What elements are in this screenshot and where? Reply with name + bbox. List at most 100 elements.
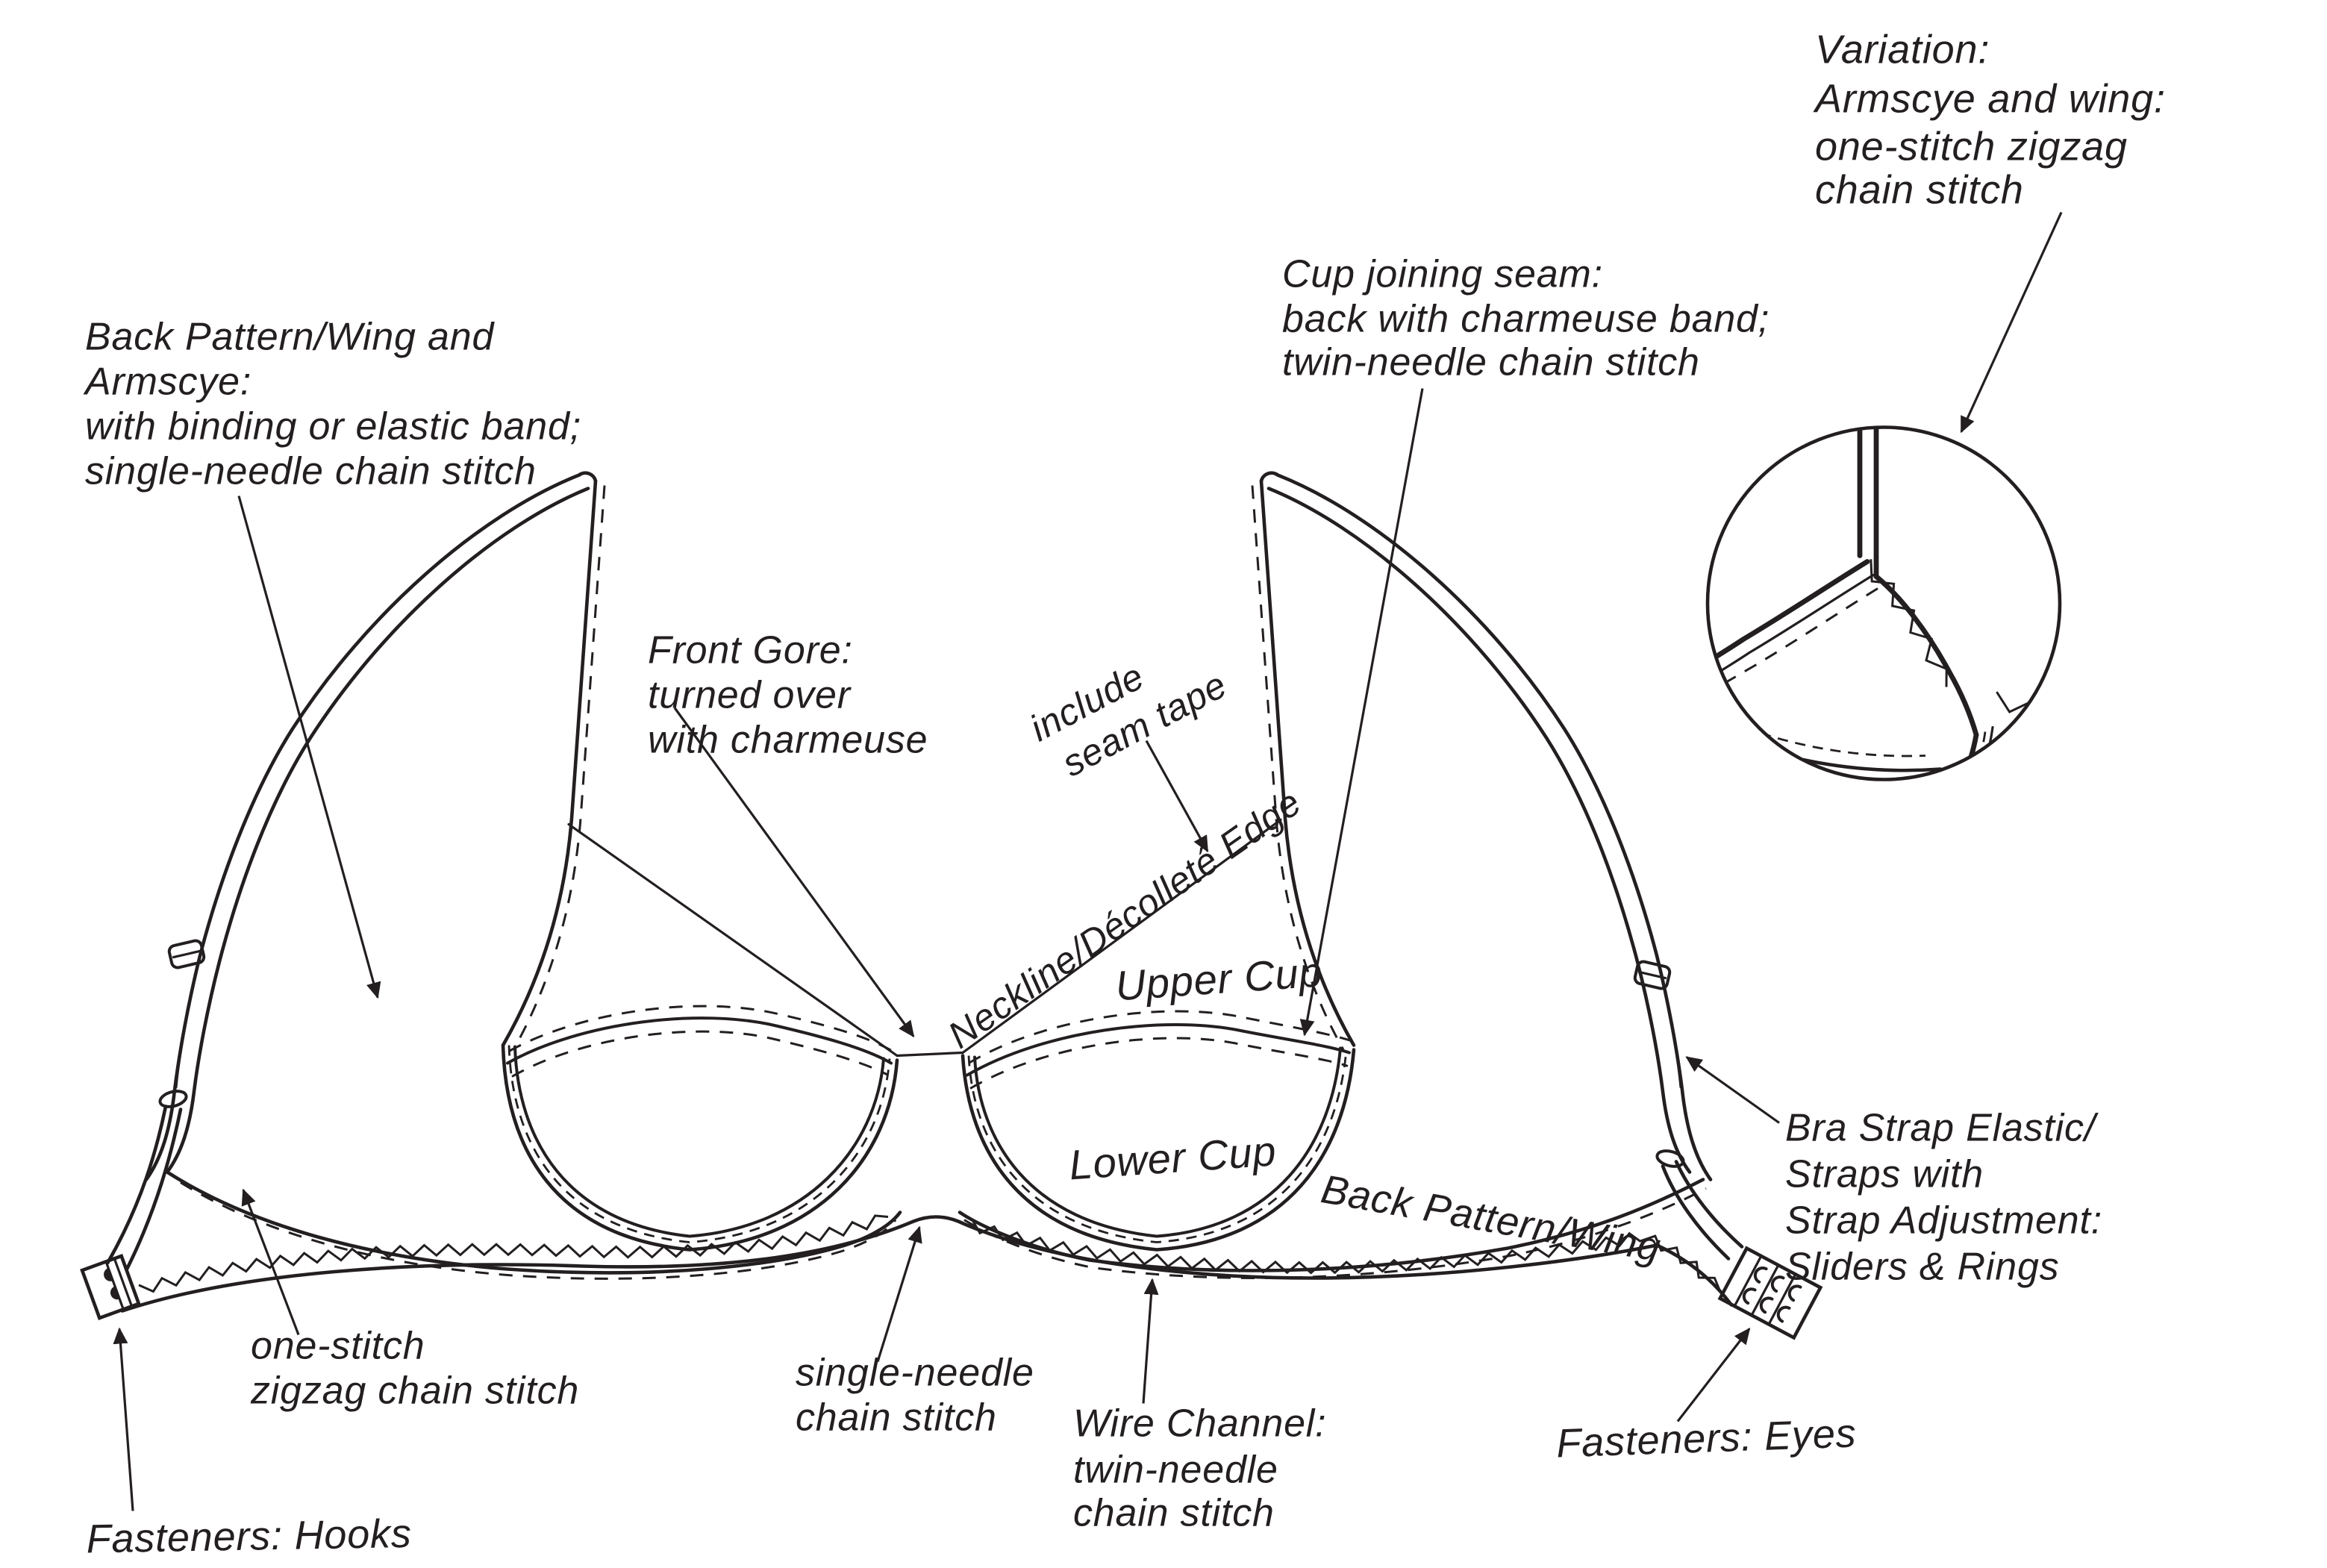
right-wire-channel-stitch xyxy=(967,1049,1348,1243)
left-strap-to-hooks-outer xyxy=(105,1105,168,1265)
hook-upper xyxy=(104,1267,113,1281)
left-strap-assembly xyxy=(80,939,206,1320)
label-line: Back Pattern/Wing and xyxy=(85,316,495,359)
label-line: zigzag chain stitch xyxy=(250,1369,579,1413)
right-strap-slider xyxy=(1633,960,1672,990)
right-wing-apex-cap xyxy=(1259,471,1280,483)
detail-cup-stitch-upper xyxy=(1710,713,1926,758)
right-armscye-binding-inner xyxy=(1266,487,1692,1174)
detail-zigzag-armscye xyxy=(1870,559,1948,687)
label-upper-cup: Upper Cup xyxy=(1113,948,1324,1009)
label-line: Wire Channel: xyxy=(1073,1402,1326,1446)
label-line: Straps with xyxy=(1785,1153,1984,1196)
variation-detail-circle xyxy=(1705,425,2062,781)
left-cup-seam xyxy=(506,1016,893,1065)
detail-armscye-band-inner xyxy=(1708,573,1875,684)
left-wire-channel-outer xyxy=(501,1043,899,1252)
label-fasteners-eyes: Fasteners: Eyes xyxy=(1555,1411,1857,1466)
right-strap-to-eyes-inner xyxy=(1674,1160,1744,1249)
annotations: Variation: Armscye and wing: one-stitch … xyxy=(83,28,2165,1562)
leader-bra-strap xyxy=(1685,1056,1780,1124)
leader-fasteners-hooks xyxy=(113,1327,134,1511)
eye-loops xyxy=(1742,1266,1802,1323)
left-wing-front-edge xyxy=(501,479,598,1047)
band-zigzag-left xyxy=(138,1214,889,1293)
label-lower-cup: Lower Cup xyxy=(1067,1127,1278,1188)
right-cup-seam-stitch-lower xyxy=(969,1037,1349,1090)
right-wing-front-edge-stitch xyxy=(1251,485,1345,1051)
front-gore-top-edge xyxy=(896,1051,964,1058)
label-front-gore: Front Gore: turned over with charmeuse xyxy=(648,629,928,762)
leader-wire-channel xyxy=(1142,1278,1159,1404)
left-strap-ring xyxy=(158,1090,188,1108)
eyes-tab xyxy=(1717,1246,1823,1340)
band xyxy=(120,1170,1734,1313)
detail-zigzag-band xyxy=(1996,691,2060,721)
left-wing xyxy=(144,471,606,1181)
label-fasteners-hooks: Fasteners: Hooks xyxy=(86,1511,412,1562)
left-neckline-edge xyxy=(567,822,899,1058)
leader-back-pattern-armscye xyxy=(237,496,381,999)
detail-wing-front-edge xyxy=(1873,574,1979,737)
label-line: Armscye: xyxy=(83,360,252,404)
left-strap-slider xyxy=(167,939,206,969)
label-neckline-edge: Neckline/Décolleté Edge xyxy=(940,781,1308,1057)
right-cup-seam-stitch-upper xyxy=(968,1010,1352,1064)
label-include-seam-tape: include seam tape xyxy=(1023,655,1234,785)
leader-arrows xyxy=(113,211,2063,1511)
band-zigzag-right xyxy=(971,1219,1721,1291)
detail-armscye-stitch xyxy=(1708,587,1878,694)
label-back-pattern-wing-armscye: Back Pattern/Wing and Armscye: with bind… xyxy=(83,316,581,493)
left-wing-front-edge-stitch xyxy=(512,485,606,1051)
hook-lower xyxy=(110,1286,120,1300)
label-line: chain stitch xyxy=(1073,1492,1275,1535)
label-line: chain stitch xyxy=(796,1396,997,1440)
right-wire-channel-inner xyxy=(973,1046,1342,1238)
label-line: with binding or elastic band; xyxy=(85,405,581,449)
label-line: single-needle chain stitch xyxy=(85,450,537,493)
label-wire-channel: Wire Channel: twin-needle chain stitch xyxy=(1073,1402,1326,1535)
band-bottom-edge xyxy=(120,1215,1734,1313)
right-strap-doubled xyxy=(1660,972,1682,1089)
left-cup xyxy=(501,1005,899,1252)
left-cup-seam-stitch-upper xyxy=(508,1005,893,1052)
leader-variation xyxy=(1960,211,2063,434)
label-line: Sliders & Rings xyxy=(1785,1246,2059,1289)
leader-front-gore xyxy=(673,707,915,1038)
left-armscye-binding-inner xyxy=(165,487,590,1174)
label-line: one-stitch xyxy=(251,1325,425,1368)
leader-single-needle xyxy=(876,1225,922,1362)
label-line: chain stitch xyxy=(1815,168,2024,213)
right-wing xyxy=(1251,471,1713,1181)
right-strap-assembly xyxy=(1633,960,1823,1340)
label-line: twin-needle chain stitch xyxy=(1282,341,1700,384)
label-line: Strap Adjustment: xyxy=(1785,1199,2102,1243)
band-top-stitch-right xyxy=(963,1187,1707,1279)
left-strap-to-hooks-inner xyxy=(125,1108,183,1271)
label-bra-strap: Bra Strap Elastic/ Straps with Strap Adj… xyxy=(1785,1107,2102,1289)
label-cup-joining-seam: Cup joining seam: back with charmeuse ba… xyxy=(1282,253,1770,384)
left-cup-seam-stitch-lower xyxy=(511,1030,889,1078)
right-armscye-binding-outer xyxy=(1275,473,1713,1181)
left-wire-channel-stitch xyxy=(507,1045,891,1243)
left-strap-doubled xyxy=(175,972,197,1089)
label-line: back with charmeuse band; xyxy=(1282,298,1770,341)
label-line: Front Gore: xyxy=(648,629,853,672)
label-line: with charmeuse xyxy=(648,719,928,762)
label-line: one-stitch zigzag xyxy=(1815,125,2128,169)
hooks-tab xyxy=(80,1254,141,1320)
band-top-stitch-left xyxy=(180,1181,897,1280)
label-line: turned over xyxy=(648,674,852,717)
band-zigzag-left-guide xyxy=(140,1217,888,1290)
leader-one-stitch-zigzag xyxy=(241,1188,300,1336)
label-one-stitch-zigzag: one-stitch zigzag chain stitch xyxy=(250,1325,579,1413)
label-line: twin-needle xyxy=(1073,1449,1278,1492)
detail-band-right-stitch xyxy=(1966,731,1987,780)
leader-cup-joining-seam xyxy=(1299,388,1424,1037)
right-neckline-edge xyxy=(961,818,1282,1055)
left-wing-apex-cap xyxy=(577,471,598,483)
left-wire-channel-inner xyxy=(513,1045,885,1238)
right-cup xyxy=(961,1010,1356,1252)
label-line: Cup joining seam: xyxy=(1282,253,1603,296)
right-cup-seam xyxy=(966,1023,1351,1077)
